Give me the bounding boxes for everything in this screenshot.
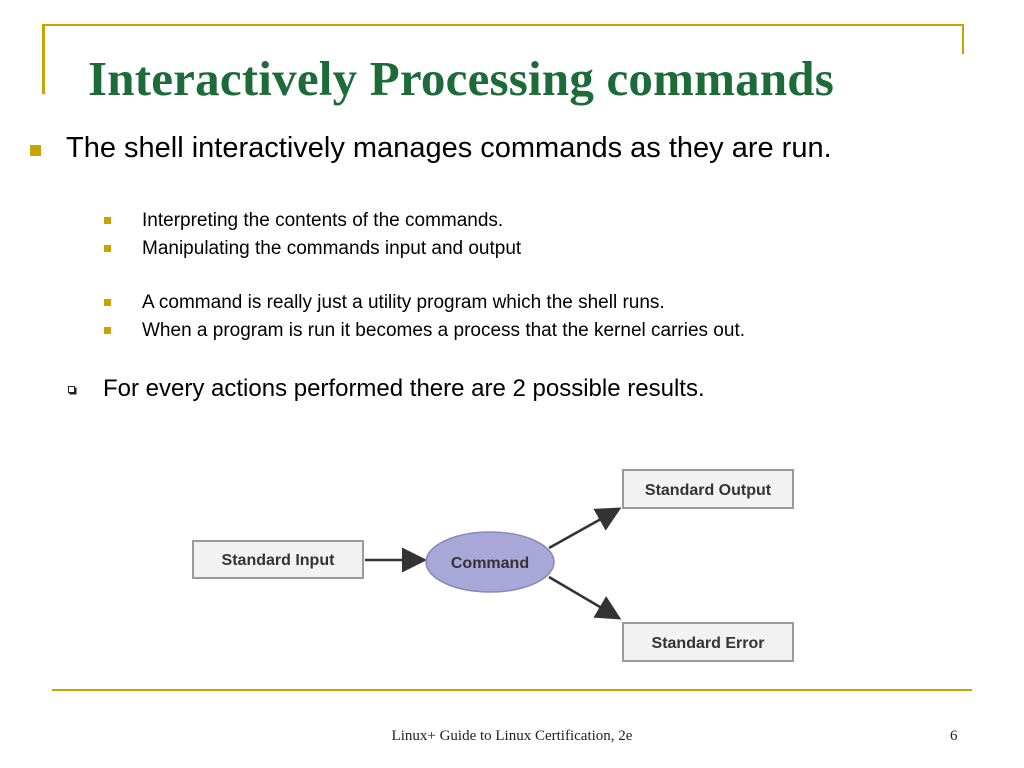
command-label: Command [451,555,529,572]
sub-bullet-text: When a program is run it becomes a proce… [142,320,745,341]
bullet-square-icon [104,217,111,224]
bullet-square-icon [104,245,111,252]
standard-error-box [622,622,794,662]
error-arrow [548,575,622,620]
sub-bullet-text: Manipulating the commands input and outp… [142,238,522,259]
standard-input-box [192,540,364,579]
sub-bullet-text: Interpreting the contents of the command… [142,210,504,231]
frame-top-line [42,24,964,26]
bullet-square-icon [30,145,41,156]
sub-bullet-text: A command is really just a utility progr… [142,292,665,313]
secondary-bullet-text: For every actions performed there are 2 … [103,375,705,402]
bullet-square-icon [104,327,111,334]
standard-error-label: Standard Error [652,635,765,652]
bullet-square-icon [104,299,111,306]
standard-output-box [622,469,794,509]
footer-divider [52,689,972,691]
footer-text: Linux+ Guide to Linux Certification, 2e [391,728,633,744]
frame-left-line [42,26,45,94]
hollow-square-bullet-icon [68,386,75,393]
command-ellipse [425,531,555,593]
slide-title: Interactively Processing commands [88,51,835,106]
main-bullet-text: The shell interactively manages commands… [66,132,832,164]
page-number: 6 [950,728,958,744]
frame-right-line [962,24,964,54]
standard-output-label: Standard Output [645,482,772,499]
standard-input-label: Standard Input [222,552,336,569]
output-arrow [548,507,622,550]
